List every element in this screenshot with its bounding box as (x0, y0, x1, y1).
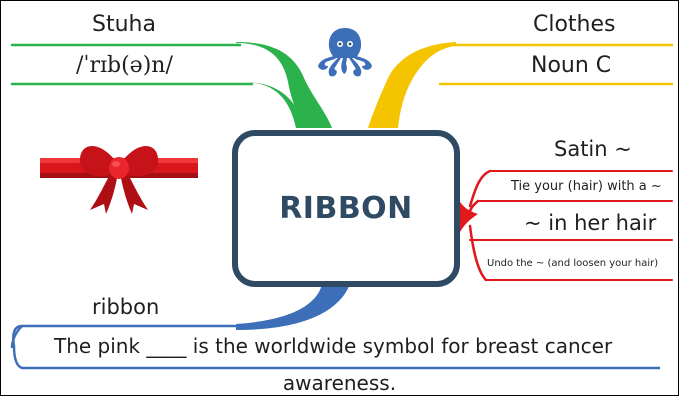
phrase-item: ~ in her hair (524, 211, 657, 235)
blue-branch-stem (236, 284, 350, 330)
part-of-speech-label: Noun C (531, 53, 612, 78)
octopus-icon (318, 28, 372, 77)
phrase-item: Undo the ~ (and loosen your hair) (487, 258, 659, 269)
green-branch (10, 43, 254, 86)
central-word: RIBBON (279, 191, 413, 226)
collocation-header: Satin ~ (554, 137, 632, 161)
blue-sentence-cap (10, 325, 23, 349)
central-box (232, 130, 460, 287)
green-branch-stem (236, 42, 332, 128)
yellow-branch-stem (368, 42, 456, 128)
blue-sentence-bracket (12, 324, 660, 370)
pronunciation-label: /ˈrɪb(ə)n/ (76, 53, 173, 78)
ribbon-bow-icon (40, 146, 198, 214)
red-branch-stem (460, 202, 478, 232)
translation-label: Stuha (92, 12, 156, 37)
answer-label: ribbon (92, 295, 160, 319)
example-sentence-continued: awareness. (282, 371, 397, 395)
category-label: Clothes (533, 12, 616, 37)
green-branch-stem-2 (248, 82, 304, 128)
red-branch (468, 169, 673, 282)
phrase-item: Tie your (hair) with a ~ (511, 179, 662, 194)
example-sentence: The pink ____ is the worldwide symbol fo… (54, 334, 613, 358)
yellow-branch (438, 43, 674, 86)
